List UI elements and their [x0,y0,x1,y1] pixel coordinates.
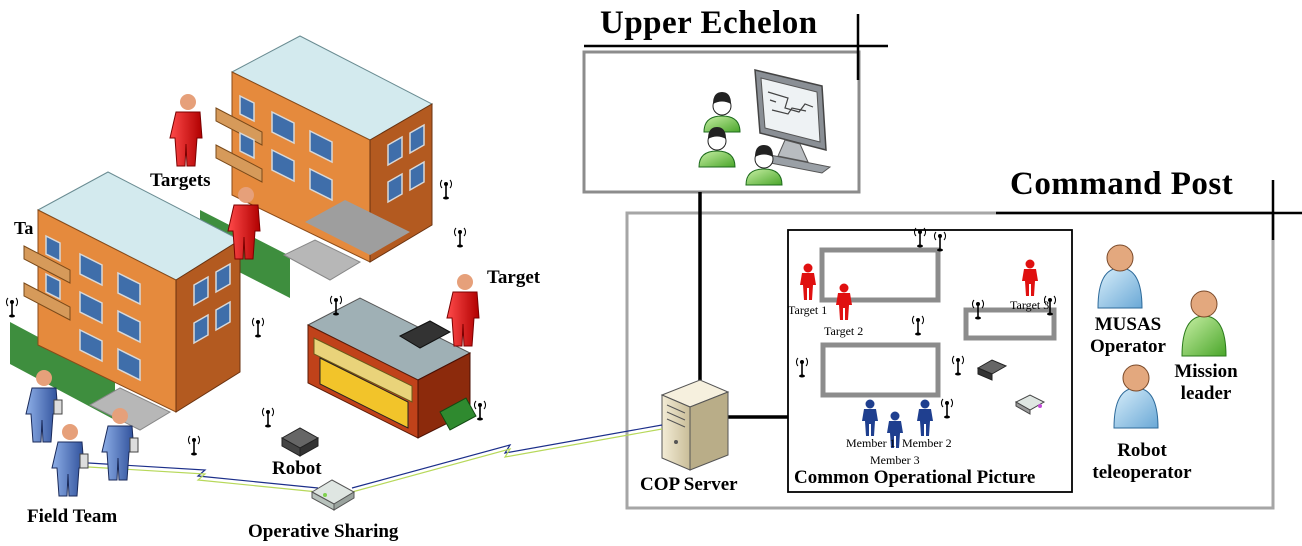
upper-echelon-title: Upper Echelon [600,5,818,41]
cut-target-label: Ta [14,218,34,238]
robot-icon [280,427,320,457]
cop-member2-label: Member 2 [902,436,952,450]
cop-member1-label: Member 1 [846,436,896,450]
command-post-section [625,180,1302,510]
cop-member3-label: Member 3 [870,453,920,467]
musas-line-2: Operator [1090,336,1166,357]
mission-leader-icon [1181,290,1227,357]
targets-label: Targets [150,170,211,191]
musas-operator-label: MUSAS Operator [1080,314,1176,358]
cop-title: Common Operational Picture [794,467,1036,488]
robot-teleoperator-label: Robot teleoperator [1082,440,1202,484]
operative-sharing-label: Operative Sharing [248,521,399,542]
field-team-label: Field Team [27,506,118,527]
mission-line-1: Mission [1174,361,1238,382]
cop-server-label: COP Server [640,474,738,495]
field-team-people [25,370,139,497]
cop-target2-label: Target 2 [824,324,864,338]
teleop-line-1: Robot [1117,440,1167,461]
target-label: Target [487,267,541,288]
musas-operator-icon [1097,244,1143,309]
robot-label: Robot [272,458,322,479]
upper-echelon-people [698,92,783,186]
wireless-links [71,424,663,493]
cop-robot-marker [976,359,1008,381]
monitor-icon [754,69,832,174]
mission-line-2: leader [1180,383,1232,404]
sharing-device-icon [310,479,356,511]
shop-building [306,297,477,439]
command-post-title: Command Post [1010,166,1234,202]
cop-device-marker [1014,394,1046,415]
teleop-line-2: teleoperator [1092,462,1192,483]
target-people [169,94,480,347]
cop-target3-label: Target 3 [1010,298,1050,312]
cop-target1-label: Target 1 [788,303,828,317]
building-front [10,171,242,431]
robot-teleoperator-icon [1113,364,1159,429]
musas-line-1: MUSAS [1094,314,1162,335]
upper-echelon-section [582,14,888,194]
mission-leader-label: Mission leader [1170,361,1242,405]
cop-server-icon [660,379,730,471]
